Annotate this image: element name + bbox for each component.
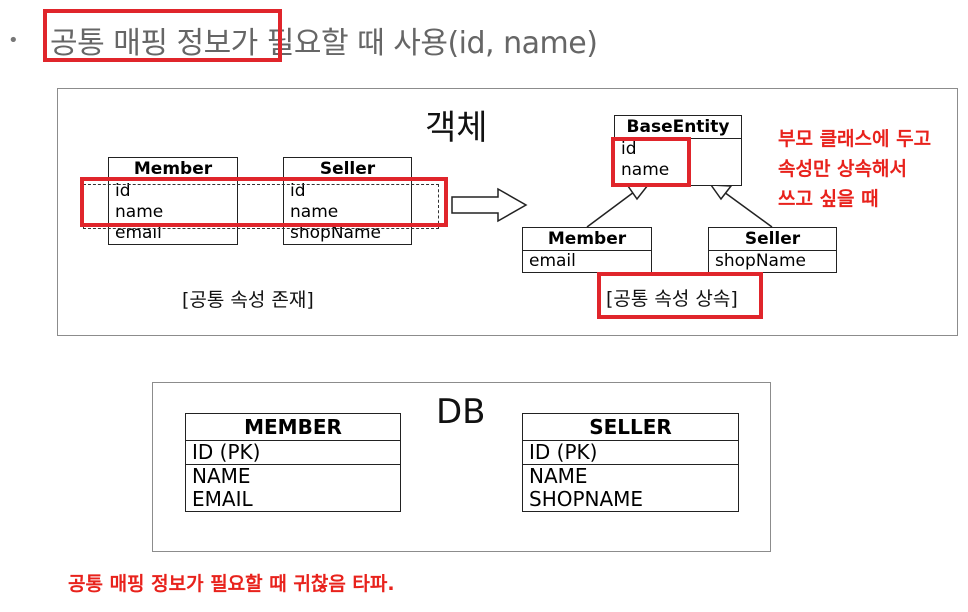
db-table-member: MEMBER ID (PK) NAME EMAIL <box>185 413 401 512</box>
common-attributes-highlight-box <box>80 177 448 227</box>
field-shopname: shopName <box>715 251 806 271</box>
column-shopname: SHOPNAME <box>529 487 644 511</box>
inheritance-arrowhead-seller <box>709 184 733 201</box>
column-name: NAME <box>192 464 251 488</box>
object-panel-title: 객체 <box>425 108 488 148</box>
inheritance-arrowhead-member <box>626 184 650 201</box>
footer-note: 공통 매핑 정보가 필요할 때 귀찮음 타파. <box>68 573 395 595</box>
entity-name: BaseEntity <box>615 116 741 139</box>
slide-heading: 공통 매핑 정보가 필요할 때 사용(id, name) <box>50 26 598 61</box>
column-id-pk: ID (PK) <box>192 440 261 464</box>
note-line: 속성만 상속해서 <box>778 158 907 180</box>
base-fields-highlight-box <box>611 137 691 187</box>
caption-common-attributes-inherited: [공통 속성 상속] <box>606 288 738 310</box>
column-name: NAME <box>529 464 588 488</box>
uml-seller-right: Seller shopName <box>708 227 837 273</box>
field-email: email <box>529 251 576 271</box>
field-id: id <box>115 181 131 201</box>
note-line: 부모 클래스에 두고 <box>778 128 932 150</box>
inheritance-line-member <box>586 191 635 228</box>
uml-member-left: Member id name email <box>108 157 238 245</box>
table-name: SELLER <box>523 414 738 441</box>
bullet-marker: • <box>8 30 19 51</box>
entity-name: Member <box>523 228 651 251</box>
heading-highlight-box <box>43 9 282 62</box>
inheritance-line-seller <box>723 191 773 228</box>
table-name: MEMBER <box>186 414 400 441</box>
transform-arrow-icon <box>451 187 528 223</box>
inheritance-note: 부모 클래스에 두고 속성만 상속해서 쓰고 싶을 때 <box>778 124 931 214</box>
field-id: id <box>621 139 637 159</box>
db-panel-title: DB <box>436 392 486 432</box>
db-table-seller: SELLER ID (PK) NAME SHOPNAME <box>522 413 739 512</box>
uml-member-right: Member email <box>522 227 652 273</box>
column-email: EMAIL <box>192 487 253 511</box>
uml-baseentity: BaseEntity id name <box>614 115 742 186</box>
field-name: name <box>621 160 670 180</box>
column-id-pk: ID (PK) <box>529 440 598 464</box>
field-name: name <box>290 202 339 222</box>
caption-common-attributes-exist: [공통 속성 존재] <box>182 289 314 311</box>
field-id: id <box>290 181 306 201</box>
note-line: 쓰고 싶을 때 <box>778 188 879 210</box>
entity-name: Seller <box>709 228 836 251</box>
inherited-caption-highlight-box <box>597 272 763 319</box>
field-name: name <box>115 202 164 222</box>
